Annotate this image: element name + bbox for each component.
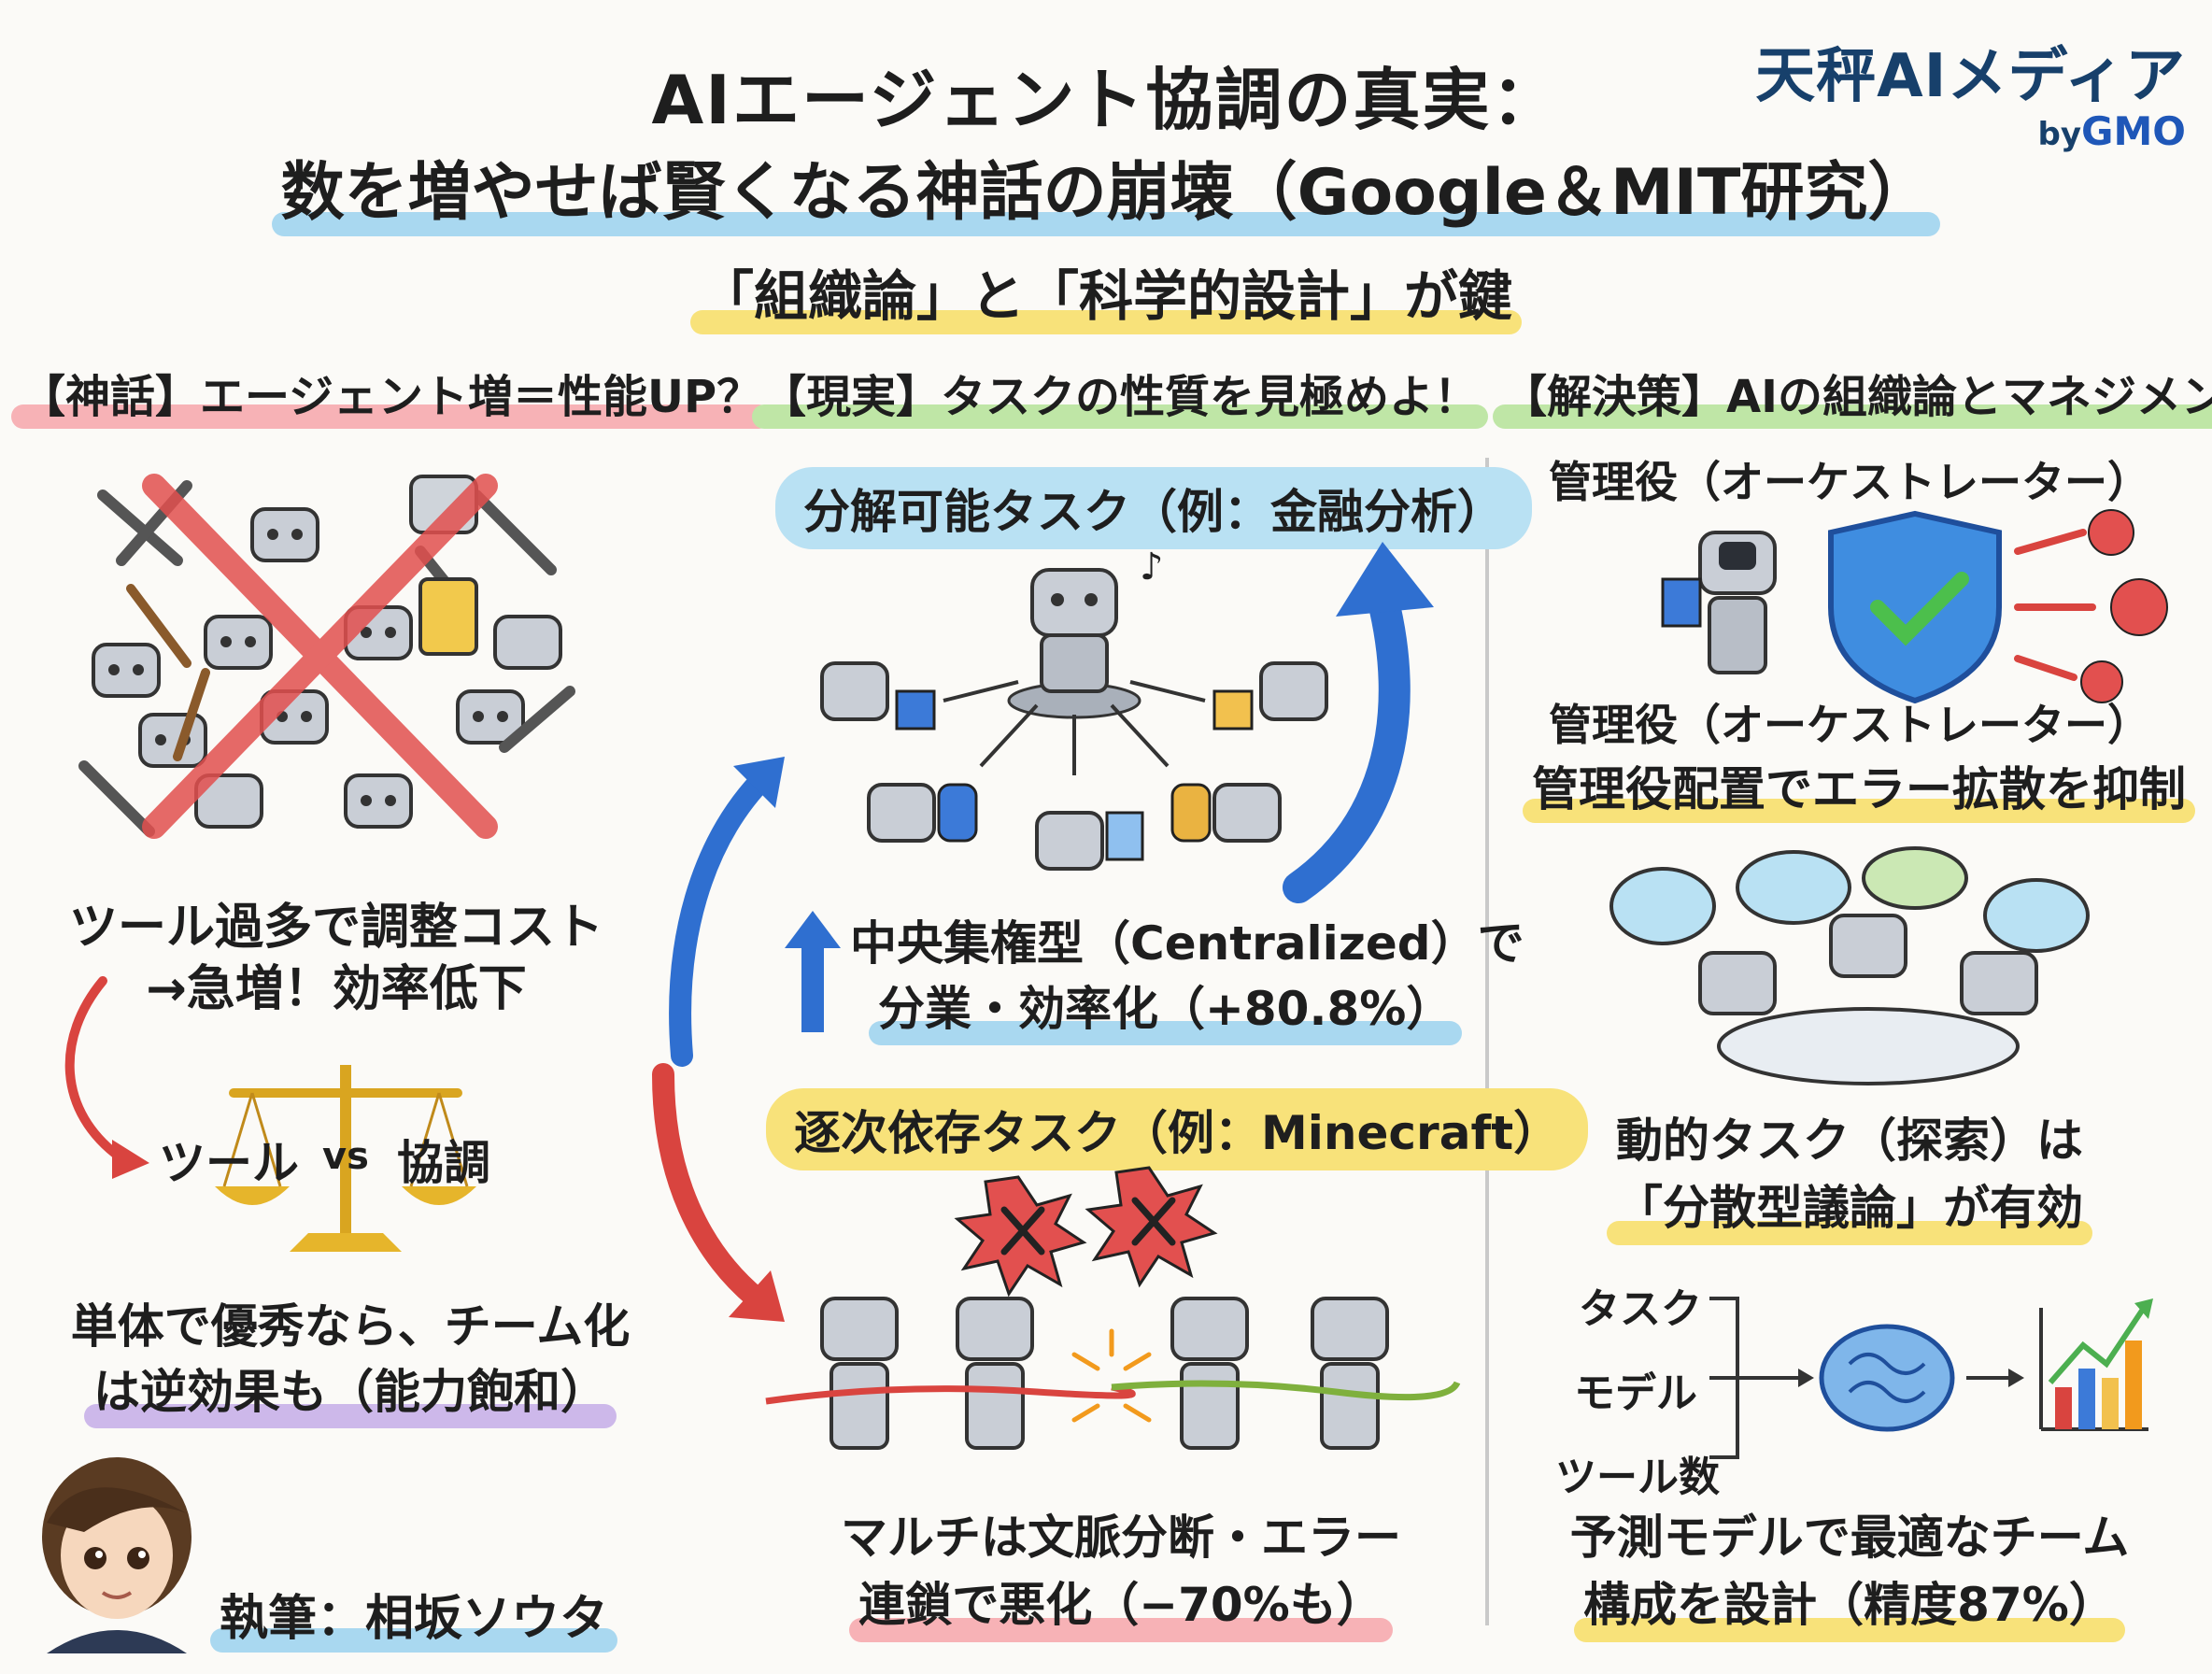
balance-scale-icon [215,1065,476,1252]
yellow-cube-icon [1212,689,1254,731]
prediction-flow-diagram [1709,1297,2153,1459]
myth-heading: 【神話】エージェント増＝性能UP？ [10,360,772,429]
music-note-icon: ♪ [1140,546,1164,589]
curved-red-arrow [64,976,149,1179]
blue-up-arrow-icon [785,911,841,1032]
dynamic-task-text: 動的タスク（探索）は 「分散型議論」が有効 [1495,1107,2205,1245]
gold-database-icon [1170,783,1212,843]
error-burst-icon [2080,509,2168,703]
input-model: モデル [1574,1369,1697,1417]
brand-byline: byGMO [2037,108,2187,154]
brand-company: GMO [2081,108,2186,154]
centralized-text: 中央集権型（Centralized）で 分業・効率化（+80.8%） [850,911,1524,1045]
error-burst-icon [954,1166,1218,1298]
shield-icon [1828,510,2002,704]
spark-icon [1071,1328,1152,1423]
cost-text: ツール過多で調整コスト →急増！効率低下 [68,900,603,1017]
orchestrator-shield-illustration [1661,509,2168,704]
scale-vs-label: vs [322,1135,369,1178]
red-curved-arrow-down [652,1063,785,1322]
prediction-text: 予測モデルで最適なチーム 構成を設計（精度87%） [1495,1504,2205,1642]
brand-logo: 天秤AIメディア byGMO [1755,28,2186,154]
cross-mark-icon [142,474,498,839]
title-line-1: AIエージェント協調の真実： [651,61,1561,139]
input-task: タスク [1579,1285,1702,1333]
decomposable-task-label: 分解可能タスク（例：金融分析） [775,467,1532,549]
robot-icon [1698,914,2038,1015]
database-icon [937,783,978,843]
document-icon [1105,811,1144,861]
chained-robots-illustration [765,1166,1461,1450]
robot-icon [820,1297,1389,1450]
blue-cube-icon [895,689,936,731]
hammer-icon [126,584,210,761]
scale-left-label: ツール [159,1136,299,1190]
tool-overload-illustration [78,474,575,839]
subtitle: 「組織論」と「科学的設計」が鍵 [0,252,2212,334]
brain-icon [1819,1324,1955,1432]
author-credit: 執筆：相坂ソウタ [209,1579,618,1653]
solution-heading: 【解決策】AIの組織論とマネジメント [1492,360,2212,429]
title-line-2: 数を増やせば賢くなる神話の崩壊（Google＆MIT研究） [0,140,2212,236]
author-avatar [42,1457,191,1653]
scale-right-label: 協調 [397,1136,490,1190]
toolbox-icon [418,577,478,656]
worker-robot-icon [820,661,1328,871]
column-divider [1485,458,1489,1625]
blue-big-arrow-up [1283,542,1434,903]
orchestrator-desc: 管理役配置でエラー拡散を抑制 [1495,752,2212,823]
orchestrator-label-top: 管理役（オーケストレーター） [1549,457,2150,507]
multi-agent-text: マルチは文脈分断・エラー 連鎖で悪化（−70%も） [766,1504,1476,1642]
discussion-illustration [1609,846,2090,1085]
reality-heading: 【現実】タスクの性質を見極めよ！ [751,360,1489,429]
bar-chart-icon [2039,1298,2153,1431]
blue-curved-arrow-up [669,757,785,1067]
orchestrator-label-bottom: 管理役（オーケストレーター） [1549,700,2150,750]
input-tool-count: ツール数 [1555,1454,1720,1501]
centralized-orchestration-illustration: ♪ [820,546,1328,871]
brand-name: 天秤AIメディア [1755,42,2186,111]
conductor-robot-icon [1030,568,1118,637]
saturation-text: 単体で優秀なら、チーム化 は逆効果も（能力飽和） [56,1294,645,1428]
checkmark-icon [1870,572,1969,646]
sequential-task-label: 逐次依存タスク（例：Minecraft） [766,1088,1589,1170]
speech-bubble-icon [1609,846,2090,953]
